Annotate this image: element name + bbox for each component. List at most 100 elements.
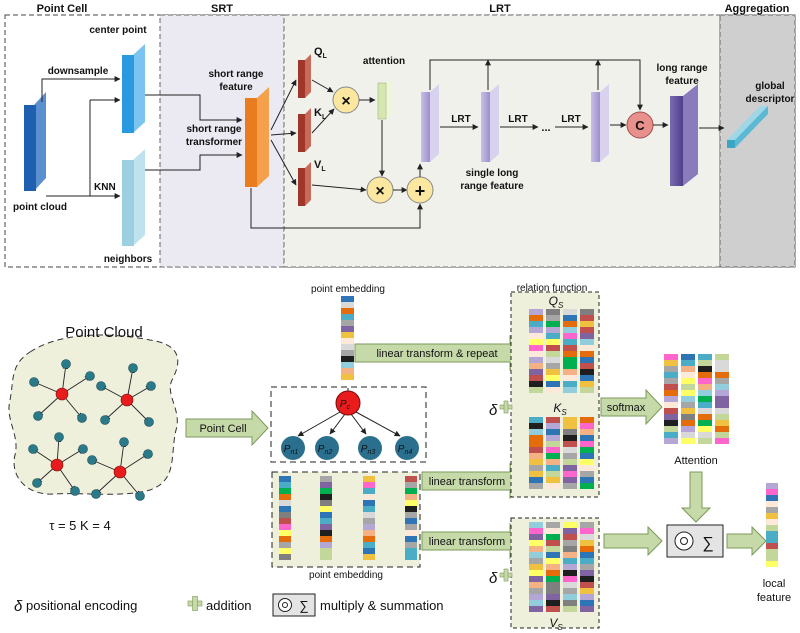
linear-transform-label-2: linear transform xyxy=(429,536,505,548)
lrt-label-2: LRT xyxy=(508,114,527,125)
kmat-col3-cell xyxy=(580,447,594,453)
qmat-col2-cell xyxy=(563,327,577,333)
vmat-col1-cell xyxy=(546,540,560,546)
vmat-col2-cell xyxy=(563,588,577,594)
embedding-top-cell xyxy=(341,374,354,380)
qmat-col1-cell xyxy=(546,381,560,387)
qmat-col3-cell xyxy=(580,381,594,387)
embedding-bottom-3-cell xyxy=(405,530,417,536)
k-block xyxy=(298,108,311,152)
global-descriptor-label-1: global xyxy=(755,81,785,92)
section-srt: SRT xyxy=(211,3,233,15)
amat-col2-cell xyxy=(698,384,712,390)
kmat-col0-cell xyxy=(529,447,543,453)
center-point xyxy=(55,387,69,401)
section-point-cell: Point Cell xyxy=(37,3,88,15)
legend-multiply-sum-inner-circle xyxy=(282,602,288,608)
lrt-region xyxy=(283,14,721,268)
embedding-top-cell xyxy=(341,362,354,368)
add-symbol: + xyxy=(415,181,426,201)
embedding-bottom-2-cell xyxy=(363,518,375,524)
q-label: QL xyxy=(314,46,328,60)
legend: δ positional encoding addition ∑ multipl… xyxy=(14,593,444,617)
embedding-bottom-0-cell xyxy=(279,536,291,542)
qmat-col0-cell xyxy=(529,345,543,351)
kmat-col0-cell xyxy=(529,483,543,489)
amat-col2-cell xyxy=(698,396,712,402)
embedding-top-cell xyxy=(341,314,354,320)
embedding-bottom-1-cell xyxy=(320,554,332,560)
embedding-bottom-2-cell xyxy=(363,488,375,494)
amat-col1-cell xyxy=(681,384,695,390)
vmat-col3-cell xyxy=(580,522,594,528)
vmat-col2-cell xyxy=(563,606,577,612)
point-cloud-title: Point Cloud xyxy=(65,324,143,341)
qmat-col3-cell xyxy=(580,345,594,351)
center-point-label: center point xyxy=(89,25,147,36)
amat-col2-cell xyxy=(698,414,712,420)
local-feature-cell xyxy=(766,495,778,501)
embedding-bottom-0-cell xyxy=(279,548,291,554)
kmat-col0-cell xyxy=(529,429,543,435)
legend-positional-encoding: positional encoding xyxy=(26,598,137,613)
amat-col2-cell xyxy=(698,420,712,426)
concat-symbol: C xyxy=(635,118,645,133)
lrt-label-1: LRT xyxy=(451,114,470,125)
neighbor-point xyxy=(128,363,138,373)
vmat-col2-cell xyxy=(563,582,577,588)
qmat-col3-cell xyxy=(580,351,594,357)
vmat-col0-cell xyxy=(529,606,543,612)
lrt-feature-0 xyxy=(421,84,439,162)
neighbor-point xyxy=(70,486,80,496)
amat-col1-cell xyxy=(681,354,695,360)
qmat-col2-cell xyxy=(563,309,577,315)
amat-col3-cell xyxy=(715,378,729,384)
embedding-bottom-2-cell xyxy=(363,512,375,518)
qmat-col2-cell xyxy=(563,315,577,321)
kmat-col3-cell xyxy=(580,471,594,477)
amat-col0-cell xyxy=(664,372,678,378)
vmat-col2-cell xyxy=(563,534,577,540)
point-cell-arrow xyxy=(185,409,269,447)
neighbor-point xyxy=(78,444,88,454)
amat-col2-cell xyxy=(698,408,712,414)
amat-col3-cell xyxy=(715,432,729,438)
amat-col2-cell xyxy=(698,402,712,408)
local-feature-label-1: local xyxy=(763,578,786,590)
tau-k-label: τ = 5 K = 4 xyxy=(49,518,111,533)
qmat-col1-cell xyxy=(546,375,560,381)
vmat-col2-cell xyxy=(563,570,577,576)
lrt-feature-2 xyxy=(591,84,609,162)
kmat-col0-cell xyxy=(529,423,543,429)
qmat-col0-cell xyxy=(529,339,543,345)
embedding-bottom-1-cell xyxy=(320,506,332,512)
amat-col0-cell xyxy=(664,354,678,360)
qmat-col0-cell xyxy=(529,327,543,333)
pn2-node xyxy=(315,436,339,460)
vmat-col1-cell xyxy=(546,522,560,528)
qmat-col1-cell xyxy=(546,321,560,327)
embedding-bottom-3-cell xyxy=(405,518,417,524)
amat-col2-cell xyxy=(698,366,712,372)
point-cloud-block xyxy=(24,92,46,191)
amat-col3-cell xyxy=(715,390,729,396)
point-embedding-bottom-label: point embedding xyxy=(309,570,383,581)
vmat-col2-cell xyxy=(563,558,577,564)
point-cloud-clusters xyxy=(28,359,156,501)
qmat-col0-cell xyxy=(529,363,543,369)
vmat-col0-cell xyxy=(529,594,543,600)
vs-label: VS xyxy=(549,616,563,632)
kmat-col0-cell xyxy=(529,435,543,441)
pn3-node xyxy=(358,436,382,460)
vmat-col3-cell xyxy=(580,528,594,534)
vmat-col2-cell xyxy=(563,564,577,570)
qmat-col3-cell xyxy=(580,369,594,375)
vmat-col2-cell xyxy=(563,600,577,606)
vmat-col1-cell xyxy=(546,570,560,576)
vmat-col2-cell xyxy=(563,546,577,552)
pc-node xyxy=(335,390,361,416)
neighbor-point xyxy=(91,489,101,499)
amat-col3-cell xyxy=(715,372,729,378)
kmat-col0-cell xyxy=(529,465,543,471)
qmat-col2-cell xyxy=(563,375,577,381)
